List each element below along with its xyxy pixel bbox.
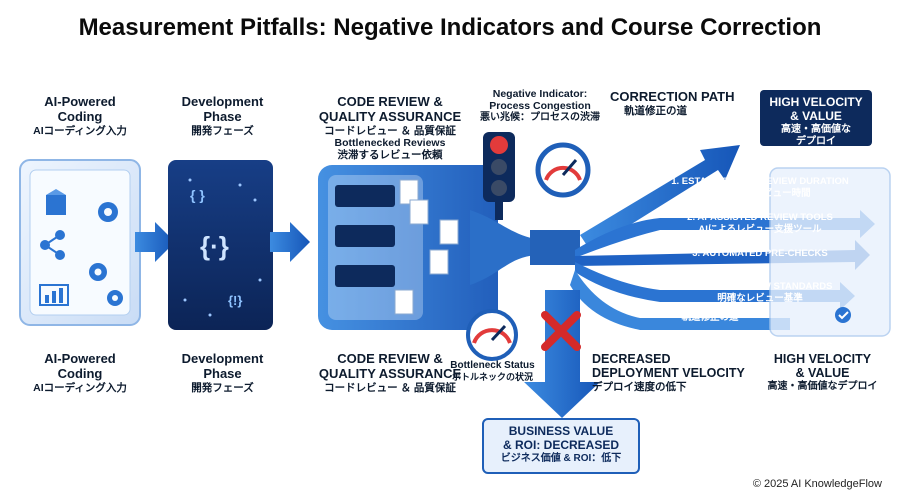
ai-coding-title: AI-Powered Coding bbox=[44, 94, 116, 124]
negative-indicator-title: Negative Indicator: Process Congestion bbox=[489, 88, 591, 113]
step-jp: AIによるレビュー支援ツール bbox=[698, 223, 822, 235]
ai-coding-jp: AIコーディング入力 bbox=[33, 124, 127, 137]
development-title: Development Phase bbox=[181, 94, 264, 124]
correction-path-title: CORRECTION PATH bbox=[610, 89, 735, 104]
code-review-jp: コードレビュー ＆ 品質保証 bbox=[324, 124, 456, 137]
bottleneck-gauge-icon bbox=[466, 309, 518, 361]
high-velocity-title: HIGH VELOCITY & VALUE bbox=[769, 95, 863, 124]
high-velocity-panel bbox=[769, 167, 891, 337]
correction-path-label: CORRECTION PATH 軌道修正の道 bbox=[610, 89, 750, 117]
development-jp: 開発フェーズ bbox=[191, 124, 254, 137]
step-en: 4. CLEAR REVIEW STANDARDS bbox=[687, 281, 833, 292]
flow-arrow bbox=[270, 222, 310, 262]
negative-indicator-label: Negative Indicator: Process Congestion 悪… bbox=[470, 88, 610, 124]
braces-icon: { } bbox=[190, 187, 205, 203]
traffic-light-icon bbox=[483, 132, 515, 220]
high-velocity-title: HIGH VELOCITY & VALUE bbox=[773, 352, 872, 381]
gear-icon bbox=[107, 290, 123, 306]
gear-icon bbox=[98, 202, 118, 222]
business-value-jp: ビジネス価値 & ROI：低下 bbox=[500, 452, 622, 464]
decreased-velocity-title: DECREASED DEPLOYMENT VELOCITY bbox=[592, 352, 745, 381]
development-label-bottom: Development Phase 開発フェーズ bbox=[165, 351, 280, 394]
step-en: 3. AUTOMATED PRE-CHECKS bbox=[692, 248, 828, 259]
step-en: 2. AI-ASSISTED REVIEW TOOLS bbox=[687, 212, 833, 223]
negative-indicator-jp: 悪い兆候：プロセスの渋滞 bbox=[480, 112, 600, 124]
correction-step-1: 1. ESTABLISH KPI: REVIEW DURATION KPI設定：… bbox=[660, 176, 860, 200]
gear-icon bbox=[89, 263, 107, 281]
development-panel: { } {·} {!} bbox=[168, 160, 273, 330]
high-velocity-jp: 高速・高価値な デプロイ bbox=[781, 123, 851, 147]
ai-coding-panel bbox=[19, 159, 141, 326]
x-mark-icon bbox=[541, 311, 581, 351]
high-velocity-jp: 高速・高価値なデプロイ bbox=[767, 380, 878, 392]
copyright: © 2025 AI KnowledgeFlow bbox=[752, 478, 882, 490]
correction-bottom-label: 軌道修正の道 bbox=[681, 312, 739, 323]
high-velocity-label-bottom: HIGH VELOCITY & VALUE 高速・高価値なデプロイ bbox=[760, 352, 885, 392]
bottleneck-status-title: Bottleneck Status bbox=[450, 360, 535, 371]
speedometer-icon bbox=[535, 142, 591, 198]
flow-arrow bbox=[135, 222, 175, 262]
code-review-jp: コードレビュー ＆ 品質保証 bbox=[324, 381, 456, 394]
development-title: Development Phase bbox=[181, 351, 264, 381]
correction-step-2: 2. AI-ASSISTED REVIEW TOOLS AIによるレビュー支援ツ… bbox=[660, 212, 860, 236]
bottleneck-reviews-jp: 渋滞するレビュー依頼 bbox=[337, 149, 443, 161]
code-review-funnel bbox=[318, 165, 540, 330]
page-title: Measurement Pitfalls: Negative Indicator… bbox=[78, 14, 822, 41]
bottleneck-status-jp: ボトルネックの状況 bbox=[451, 371, 533, 382]
downward-arrow bbox=[524, 290, 600, 418]
code-review-title: CODE REVIEW & QUALITY ASSURANCE bbox=[318, 351, 462, 381]
correction-step-3: 3. AUTOMATED PRE-CHECKS bbox=[660, 248, 860, 260]
business-value-box: BUSINESS VALUE & ROI: DECREASED ビジネス価値 &… bbox=[482, 418, 640, 474]
code-review-label-top: CODE REVIEW & QUALITY ASSURANCE コードレビュー … bbox=[305, 94, 475, 161]
decreased-velocity-label: DECREASED DEPLOYMENT VELOCITY デプロイ速度の低下 bbox=[592, 352, 752, 393]
correction-path-jp: 軌道修正の道 bbox=[624, 104, 687, 117]
braces-icon: {!} bbox=[228, 293, 242, 308]
development-label: Development Phase 開発フェーズ bbox=[165, 94, 280, 137]
code-review-title: CODE REVIEW & QUALITY ASSURANCE bbox=[318, 94, 462, 124]
ai-coding-jp: AIコーディング入力 bbox=[33, 381, 127, 394]
step-en: 1. ESTABLISH KPI: REVIEW DURATION bbox=[671, 176, 849, 187]
chart-icon bbox=[39, 284, 69, 306]
checkmark-icon bbox=[835, 307, 851, 323]
bottleneck-status-label: Bottleneck Status ボトルネックの状況 bbox=[445, 360, 540, 382]
code-review-label-bottom: CODE REVIEW & QUALITY ASSURANCE コードレビュー … bbox=[305, 351, 475, 394]
decreased-velocity-jp: デプロイ速度の低下 bbox=[592, 380, 687, 393]
correction-step-4: 4. CLEAR REVIEW STANDARDS 明確なレビュー基準 bbox=[660, 281, 860, 305]
high-velocity-box-top: HIGH VELOCITY & VALUE 高速・高価値な デプロイ bbox=[760, 90, 872, 147]
cube-icon bbox=[46, 189, 66, 215]
step-jp: 明確なレビュー基準 bbox=[717, 292, 803, 304]
development-jp: 開発フェーズ bbox=[191, 381, 254, 394]
network-icon bbox=[40, 230, 65, 260]
business-value-title: BUSINESS VALUE & ROI: DECREASED bbox=[502, 424, 619, 453]
step-jp: KPI設定：レビュー時間 bbox=[709, 187, 811, 199]
bottleneck-reviews: Bottlenecked Reviews bbox=[334, 136, 446, 149]
ai-coding-label: AI-Powered Coding AIコーディング入力 bbox=[25, 94, 135, 137]
braces-icon: {·} bbox=[200, 231, 229, 261]
ai-coding-title: AI-Powered Coding bbox=[44, 351, 116, 381]
ai-coding-label-bottom: AI-Powered Coding AIコーディング入力 bbox=[25, 351, 135, 394]
